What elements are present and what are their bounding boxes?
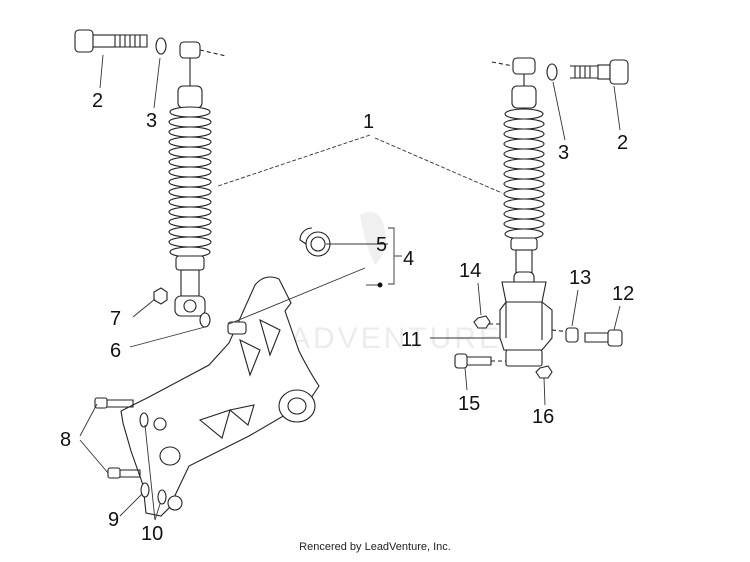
svg-text:ADVENTURE: ADVENTURE	[290, 322, 502, 355]
left-shock-absorber	[168, 41, 212, 317]
watermark: ADVENTURE	[290, 212, 502, 355]
right-upper-bushing	[491, 57, 536, 75]
left-upper-bushing	[179, 41, 227, 59]
bracket-bolt-15	[454, 353, 506, 369]
washer-10	[139, 412, 167, 505]
callout-10: 10	[141, 523, 163, 545]
callout-3-left: 3	[146, 110, 157, 132]
callout-14: 14	[459, 260, 481, 282]
left-mounting-bolt	[74, 29, 148, 53]
callout-labels: 1 2 3 2 3 4 5 6 7 8 9 10 11 12 13 14 15 …	[60, 90, 634, 545]
screw-8-upper	[94, 397, 134, 409]
right-washer	[546, 63, 558, 81]
washer-9	[140, 482, 150, 498]
right-shock-absorber	[503, 57, 545, 287]
bracket-spacer-13	[565, 327, 579, 343]
callout-9: 9	[108, 509, 119, 531]
bracket-nut-16	[535, 365, 553, 379]
callout-2-right: 2	[617, 132, 628, 154]
leader-lines	[79, 54, 621, 521]
callout-7: 7	[110, 308, 121, 330]
callout-15: 15	[458, 393, 480, 415]
callout-12: 12	[612, 283, 634, 305]
callout-13: 13	[569, 267, 591, 289]
right-lower-bracket	[482, 281, 571, 367]
callout-6: 6	[110, 340, 121, 362]
left-lower-washer-6	[199, 312, 211, 328]
callout-5: 5	[376, 234, 387, 256]
left-washer	[155, 37, 167, 55]
callout-8: 8	[60, 429, 71, 451]
callout-2-left: 2	[92, 90, 103, 112]
reference-dot	[377, 282, 383, 288]
callout-4: 4	[403, 248, 414, 270]
callout-11: 11	[401, 329, 422, 351]
callout-1: 1	[363, 111, 374, 133]
callout-3-right: 3	[558, 142, 569, 164]
left-lower-nut-7	[153, 287, 168, 305]
bracket-bolt-12	[584, 329, 623, 347]
footer-credit: Rencered by LeadVenture, Inc.	[299, 541, 451, 553]
swing-arm-bracket	[120, 276, 320, 517]
callout-16: 16	[532, 406, 554, 428]
oil-seal-5	[299, 227, 331, 257]
bracket-nut-14	[473, 315, 491, 329]
right-mounting-bolt	[570, 59, 629, 85]
screw-8-lower	[107, 467, 141, 479]
